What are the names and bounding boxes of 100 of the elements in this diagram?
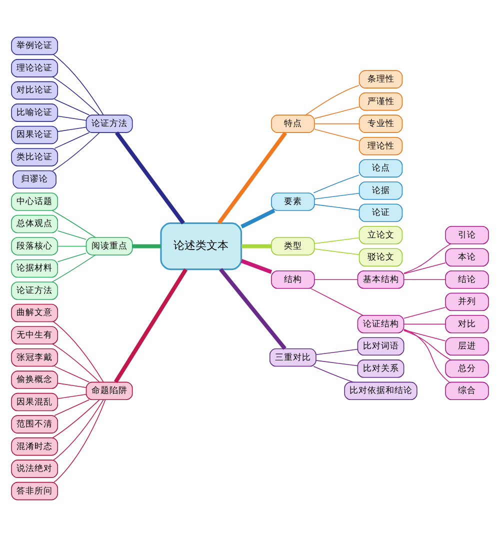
connector bbox=[314, 204, 360, 211]
connector bbox=[314, 192, 360, 200]
node-box: 曲解文意 bbox=[11, 304, 58, 322]
node-box: 命题陷阱 bbox=[86, 382, 133, 400]
connector bbox=[57, 230, 86, 240]
node-box: 总体观点 bbox=[11, 214, 58, 234]
connector bbox=[54, 399, 106, 483]
node-box: 结构 bbox=[271, 270, 315, 289]
connector bbox=[52, 254, 96, 282]
connector bbox=[57, 252, 86, 262]
connector bbox=[316, 348, 358, 356]
node-box: 总分 bbox=[445, 360, 489, 378]
connector bbox=[314, 123, 360, 124]
connector bbox=[54, 98, 90, 116]
connector bbox=[52, 344, 100, 382]
node-box: 专业性 bbox=[358, 114, 403, 133]
node-box: 举例论证 bbox=[11, 36, 58, 56]
node-box: 综合 bbox=[445, 382, 489, 400]
node-box: 论点 bbox=[358, 159, 403, 178]
node-box: 偷换概念 bbox=[11, 370, 58, 389]
node-box: 混淆时态 bbox=[11, 437, 58, 456]
node-box: 层进 bbox=[445, 337, 489, 356]
node-box: 论证 bbox=[358, 204, 403, 222]
connector bbox=[241, 244, 272, 248]
node-box: 答非所问 bbox=[11, 482, 58, 500]
connector bbox=[52, 210, 96, 238]
connector bbox=[218, 132, 288, 224]
node-box: 要素 bbox=[271, 192, 315, 211]
connector bbox=[313, 366, 354, 383]
node-box: 比喻论证 bbox=[11, 104, 58, 122]
connector bbox=[132, 244, 161, 248]
connector bbox=[114, 131, 185, 224]
connector bbox=[53, 399, 104, 460]
node-box: 条理性 bbox=[358, 70, 403, 88]
node-box: 理论论证 bbox=[11, 59, 58, 78]
connector bbox=[316, 360, 358, 366]
node-box: 因果论证 bbox=[11, 126, 58, 144]
connector bbox=[404, 262, 446, 274]
node-box: 论证方法 bbox=[11, 282, 58, 300]
node-box: 驳论文 bbox=[358, 248, 403, 267]
connector bbox=[314, 248, 360, 256]
connector bbox=[305, 85, 360, 116]
connector bbox=[54, 399, 90, 416]
connector bbox=[314, 279, 358, 280]
node-box: 三重对比 bbox=[269, 348, 316, 367]
node-box: 论据材料 bbox=[11, 259, 58, 278]
node-box: 段落核心 bbox=[11, 237, 58, 256]
connector bbox=[313, 174, 360, 194]
connector bbox=[52, 76, 100, 116]
node-box: 论证结构 bbox=[357, 315, 404, 334]
node-box: 论述类文本 bbox=[160, 222, 242, 270]
connector bbox=[57, 394, 86, 400]
node-box: 张冠李戴 bbox=[11, 348, 58, 367]
connector bbox=[240, 208, 276, 228]
connector bbox=[54, 366, 90, 382]
node-box: 对比 bbox=[445, 315, 489, 334]
node-box: 说法绝对 bbox=[11, 460, 58, 478]
node-box: 归谬论 bbox=[12, 170, 56, 189]
connector bbox=[54, 132, 90, 149]
connector bbox=[57, 116, 86, 121]
node-box: 本论 bbox=[445, 248, 489, 267]
node-box: 特点 bbox=[271, 114, 315, 133]
node-box: 严谨性 bbox=[358, 92, 403, 111]
node-box: 理论性 bbox=[358, 136, 403, 156]
connector bbox=[404, 324, 446, 325]
node-box: 比对词语 bbox=[357, 337, 404, 356]
connector bbox=[314, 237, 360, 244]
connector bbox=[53, 54, 104, 116]
node-box: 范围不清 bbox=[11, 415, 58, 434]
node-box: 因果混乱 bbox=[11, 392, 58, 412]
node-box: 比对依据和结论 bbox=[344, 382, 418, 400]
node-box: 基本结构 bbox=[357, 270, 404, 289]
connector bbox=[114, 268, 188, 384]
node-box: 无中生有 bbox=[11, 326, 58, 344]
node-box: 结论 bbox=[445, 270, 489, 289]
node-box: 论证方法 bbox=[86, 114, 133, 133]
connector bbox=[52, 400, 100, 438]
node-box: 类比论证 bbox=[11, 148, 58, 166]
node-box: 并列 bbox=[445, 292, 489, 312]
connector bbox=[404, 330, 446, 342]
connector bbox=[57, 126, 86, 132]
node-box: 中心话题 bbox=[11, 192, 58, 211]
connector bbox=[314, 128, 360, 142]
node-box: 论据 bbox=[358, 181, 403, 200]
node-box: 阅读重点 bbox=[86, 237, 133, 256]
connector bbox=[404, 306, 446, 319]
node-box: 引论 bbox=[445, 226, 489, 244]
connector bbox=[404, 279, 446, 280]
connector bbox=[53, 321, 104, 382]
connector bbox=[310, 288, 364, 316]
connector bbox=[404, 328, 450, 382]
node-box: 类型 bbox=[271, 237, 315, 256]
node-box: 比对关系 bbox=[357, 360, 404, 378]
connector bbox=[219, 268, 286, 350]
node-box: 立论文 bbox=[358, 226, 403, 244]
connector bbox=[57, 246, 86, 247]
node-box: 对比论证 bbox=[11, 81, 58, 100]
connector bbox=[57, 382, 86, 388]
connector bbox=[314, 106, 360, 119]
connector bbox=[240, 259, 272, 274]
